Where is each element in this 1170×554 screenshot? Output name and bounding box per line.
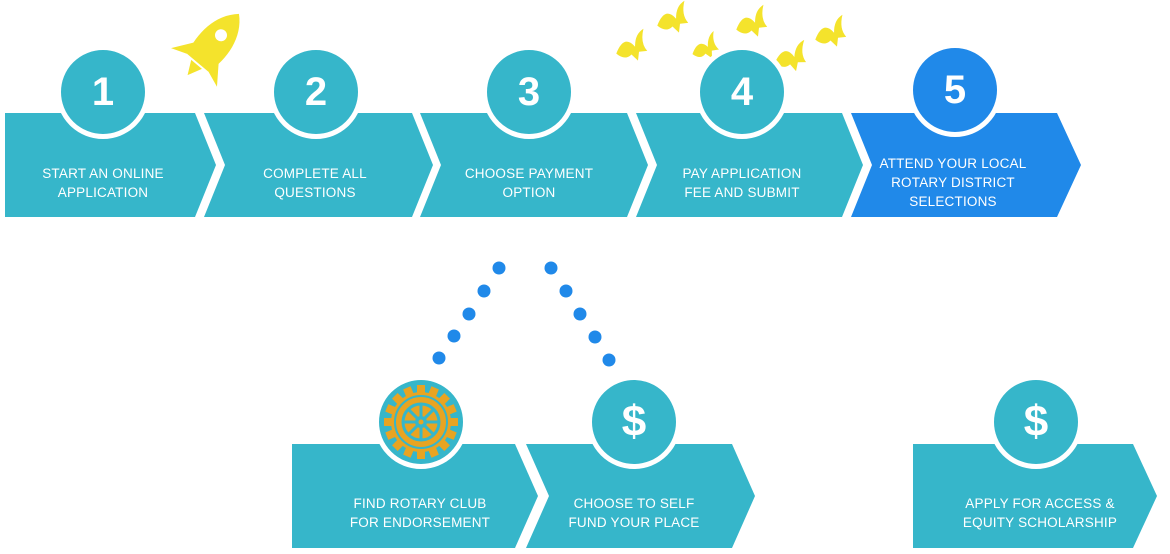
- step-5-label-line1: ATTEND YOUR LOCAL: [879, 156, 1027, 171]
- option-3-label: APPLY FOR ACCESS & EQUITY SCHOLARSHIP: [938, 494, 1142, 532]
- step-arrow-2: [204, 113, 433, 217]
- step-5-number: 5: [908, 43, 1002, 137]
- step-2-number: 2: [269, 45, 363, 139]
- step-4-number: 4: [695, 45, 789, 139]
- step-1-label-line2: APPLICATION: [57, 185, 149, 200]
- option-1-label: FIND ROTARY CLUB FOR ENDORSEMENT: [320, 494, 520, 532]
- option-3-label-line1: APPLY FOR ACCESS &: [965, 496, 1115, 511]
- option-3-label-line2: EQUITY SCHOLARSHIP: [962, 515, 1118, 530]
- rocket-icon: [171, 13, 240, 87]
- option-arrow-2: [526, 444, 755, 548]
- step-2-label: COMPLETE ALL QUESTIONS: [222, 164, 408, 202]
- option-1-label-line1: FIND ROTARY CLUB: [353, 496, 487, 511]
- step-3-label-line2: OPTION: [502, 185, 556, 200]
- step-arrow-5: [851, 113, 1081, 217]
- option-arrow-3: [913, 444, 1157, 548]
- step-3-label: CHOOSE PAYMENT OPTION: [436, 164, 622, 202]
- step-2-label-line1: COMPLETE ALL: [263, 166, 367, 181]
- self-fund-circle: $: [587, 375, 681, 469]
- step-3-label-line1: CHOOSE PAYMENT: [464, 166, 594, 181]
- step-3-number: 3: [482, 45, 576, 139]
- step-2-label-line2: QUESTIONS: [274, 185, 356, 200]
- step-5-label-line3: SELECTIONS: [909, 194, 997, 209]
- step-arrow-3: [420, 113, 648, 217]
- step-4-label: PAY APPLICATION FEE AND SUBMIT: [649, 164, 835, 202]
- rotary-circle: [374, 375, 468, 469]
- rotary-wheel-icon: [384, 385, 458, 459]
- step-arrow-4: [636, 113, 863, 217]
- step-5-label-line2: ROTARY DISTRICT: [891, 175, 1015, 190]
- option-2-label-line1: CHOOSE TO SELF: [573, 496, 695, 511]
- option-2-label-line2: FUND YOUR PLACE: [568, 515, 700, 530]
- step-1-label-line1: START AN ONLINE: [42, 166, 164, 181]
- dotted-connector: [432, 261, 616, 367]
- bird-flock-icon: [616, 0, 847, 72]
- option-1-label-line2: FOR ENDORSEMENT: [349, 515, 491, 530]
- option-2-label: CHOOSE TO SELF FUND YOUR PLACE: [534, 494, 734, 532]
- step-1-number: 1: [56, 45, 150, 139]
- dollar-icon: $: [1023, 397, 1049, 446]
- step-5-label: ATTEND YOUR LOCAL ROTARY DISTRICT SELECT…: [860, 154, 1046, 211]
- dollar-icon: $: [621, 397, 647, 446]
- step-1-label: START AN ONLINE APPLICATION: [10, 164, 196, 202]
- option-arrow-1: [292, 444, 538, 548]
- step-4-label-line1: PAY APPLICATION: [682, 166, 802, 181]
- scholarship-circle: $: [989, 375, 1083, 469]
- step-arrow-1: [5, 113, 216, 217]
- step-4-label-line2: FEE AND SUBMIT: [684, 185, 800, 200]
